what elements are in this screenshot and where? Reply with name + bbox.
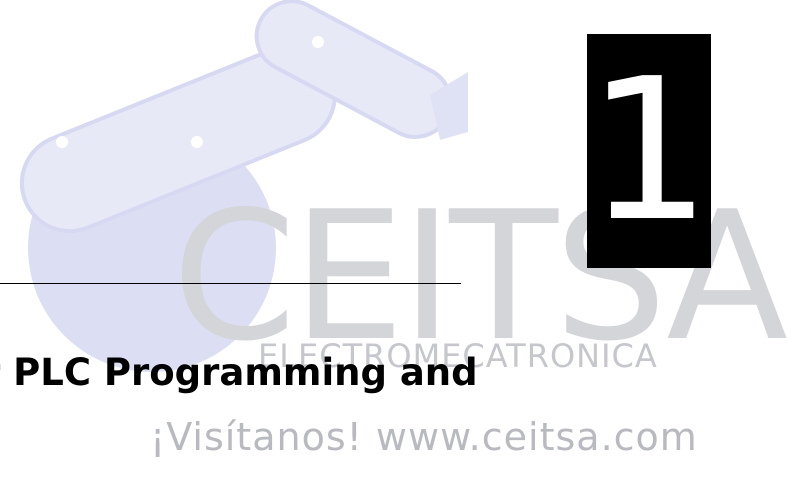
watermark-visit: ¡Visítanos! www.ceitsa.com: [150, 415, 698, 459]
watermark-tagline: ELECTROMECATRONICA: [258, 337, 658, 375]
chapter-number-box: 1: [587, 34, 711, 268]
divider-rule: [0, 283, 461, 284]
chapter-number: 1: [586, 37, 712, 265]
chapter-title: r PLC Programming and: [0, 351, 478, 394]
